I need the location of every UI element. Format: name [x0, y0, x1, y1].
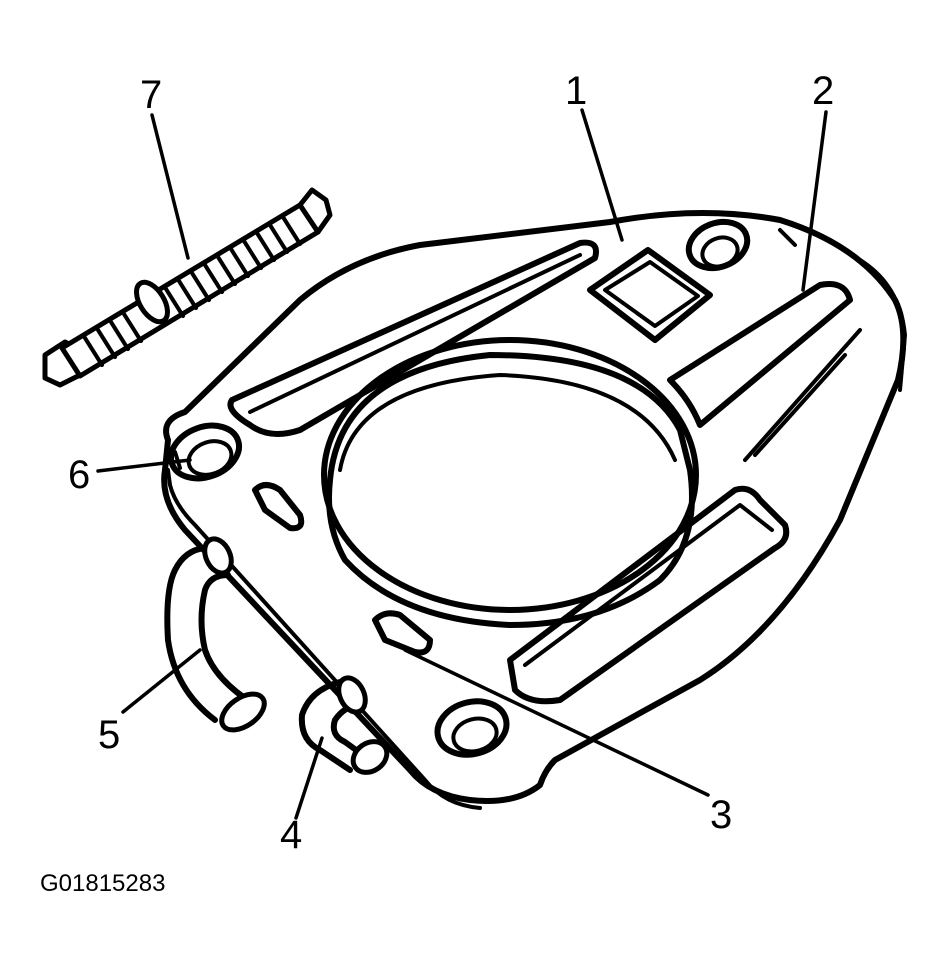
- reference-code: G01815283: [40, 870, 166, 897]
- callout-2: 2: [812, 69, 834, 113]
- callout-4: 4: [280, 813, 302, 857]
- leader-lines: [96, 108, 828, 820]
- callout-1: 1: [565, 69, 587, 113]
- gasket-plate: [161, 210, 907, 810]
- tube-part-5: [164, 536, 267, 733]
- callout-6: 6: [68, 453, 90, 497]
- stud-part-7: [42, 187, 333, 388]
- callouts: 1 2 3 4 5 6 7: [68, 69, 834, 857]
- callout-5: 5: [98, 713, 120, 757]
- callout-7: 7: [140, 73, 162, 117]
- tube-part-4: [298, 675, 390, 775]
- callout-3: 3: [710, 793, 732, 837]
